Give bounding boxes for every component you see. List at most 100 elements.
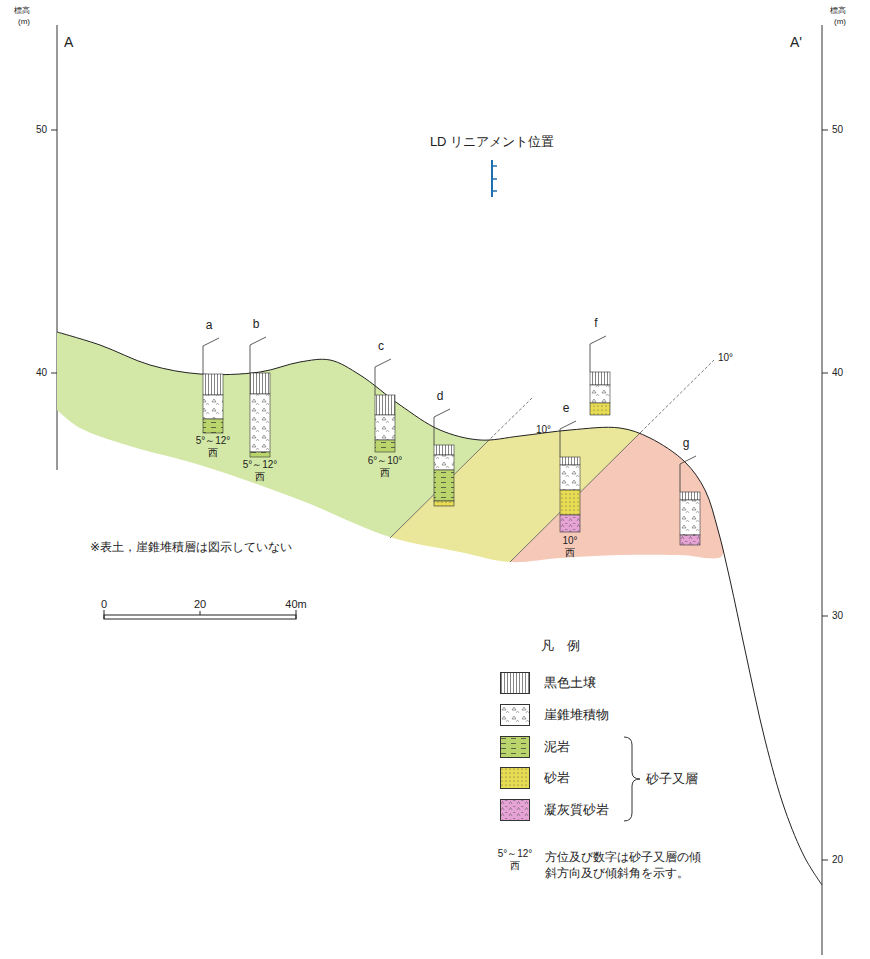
borehole-layer xyxy=(250,394,270,452)
scale-label: 0 xyxy=(101,598,107,611)
legend-row: 黒色土壌 xyxy=(500,672,596,694)
borehole-leader xyxy=(590,336,606,372)
borehole-leader xyxy=(250,337,266,373)
section-end: A' xyxy=(790,34,802,51)
borehole-layer-pattern xyxy=(590,372,610,385)
borehole-id: d xyxy=(437,389,444,403)
swatch-pattern xyxy=(500,704,530,726)
legend-text: 黒色土壌 xyxy=(544,674,596,692)
borehole-layer xyxy=(680,500,700,535)
borehole-layer-pattern xyxy=(250,373,270,394)
boreholes xyxy=(203,336,700,545)
borehole-layer-pattern xyxy=(250,452,270,457)
elevation-tick: 30 xyxy=(832,610,843,622)
swatch-pattern xyxy=(500,767,530,789)
borehole-layer xyxy=(590,372,610,385)
legend-text: 崖錐堆積物 xyxy=(544,706,609,724)
borehole-layer-pattern xyxy=(203,395,223,419)
lineament-marker xyxy=(492,160,497,197)
borehole-layer xyxy=(560,490,580,515)
borehole-leader xyxy=(680,456,696,492)
borehole-id: a xyxy=(206,318,213,332)
swatch-pattern xyxy=(500,799,530,821)
ground-surface xyxy=(57,332,822,885)
legend-note: 方位及び数字は砂子又層の傾斜方向及び傾斜角を示す。 xyxy=(545,849,705,881)
bedding-boundary xyxy=(390,360,714,562)
borehole-layer-pattern xyxy=(434,445,454,455)
borehole-layer-pattern xyxy=(434,501,454,506)
legend-row: 砂岩 xyxy=(500,767,570,789)
swatch-pattern xyxy=(500,736,530,758)
borehole-id: e xyxy=(563,401,570,415)
elevation-tick: 50 xyxy=(832,124,843,136)
legend-text: 凝灰質砂岩 xyxy=(544,801,609,819)
scale-bar xyxy=(104,610,296,619)
legend-swatch xyxy=(500,672,530,694)
borehole-layer xyxy=(680,535,700,545)
borehole-layer xyxy=(590,403,610,415)
borehole-layer-pattern xyxy=(434,470,454,501)
borehole-layer xyxy=(560,465,580,490)
borehole-layer xyxy=(203,395,223,419)
borehole-layer-pattern xyxy=(680,535,700,545)
borehole-id: c xyxy=(378,339,384,353)
legend-swatch xyxy=(500,704,530,726)
borehole-layer xyxy=(250,452,270,457)
lineament-label: LD リニアメント位置 xyxy=(430,134,554,150)
elevation-axis xyxy=(51,25,828,955)
note: ※表土，崖錐堆積層は図示していない xyxy=(90,540,292,554)
borehole-layer-pattern xyxy=(560,457,580,465)
legend-text: 砂岩 xyxy=(544,769,570,787)
borehole-leader xyxy=(375,359,391,395)
legend-sample: 5°～12° 西 xyxy=(495,848,535,872)
borehole-layer-pattern xyxy=(680,500,700,535)
axis-title: 標高 xyxy=(14,6,30,16)
axis-title: 標高 xyxy=(830,6,846,16)
legend-row: 崖錐堆積物 xyxy=(500,704,609,726)
legend-title: 凡 例 xyxy=(541,638,580,654)
borehole-layer xyxy=(590,385,610,403)
elevation-tick: 20 xyxy=(832,854,843,866)
borehole-layer-pattern xyxy=(375,415,395,440)
borehole-layer xyxy=(560,515,580,532)
section-end: A xyxy=(64,34,73,51)
borehole-layer-pattern xyxy=(680,492,700,500)
group-label: 砂子又層 xyxy=(646,771,698,787)
dip-label: 10° 西 xyxy=(559,535,581,559)
borehole-leader xyxy=(203,338,219,374)
borehole-leader xyxy=(434,409,450,445)
elevation-tick: 50 xyxy=(36,124,47,136)
axis-unit: (m) xyxy=(834,17,846,27)
borehole-layer-pattern xyxy=(203,374,223,395)
legend-swatch xyxy=(500,736,530,758)
borehole-layer xyxy=(375,395,395,415)
strata xyxy=(0,300,870,600)
borehole-leader xyxy=(560,421,576,457)
borehole-layer xyxy=(375,415,395,440)
legend-text: 泥岩 xyxy=(544,738,570,756)
borehole-layer xyxy=(203,419,223,433)
borehole-layer xyxy=(680,492,700,500)
borehole-layer-pattern xyxy=(560,515,580,532)
dip-line-label: 10° xyxy=(718,352,733,364)
dip-label: 5°～12° 西 xyxy=(193,435,233,459)
borehole-layer xyxy=(250,373,270,394)
borehole-layer xyxy=(560,457,580,465)
dip-label: 6°～10° 西 xyxy=(365,455,405,479)
legend-row: 泥岩 xyxy=(500,736,570,758)
borehole-layer xyxy=(434,501,454,506)
elevation-tick: 40 xyxy=(36,367,47,379)
borehole-layer-pattern xyxy=(203,419,223,433)
legend-swatch xyxy=(500,799,530,821)
legend-swatch xyxy=(500,767,530,789)
borehole-layer xyxy=(434,470,454,501)
borehole-layer-pattern xyxy=(590,385,610,403)
dip-label: 5°～12° 西 xyxy=(240,459,280,483)
borehole-layer xyxy=(375,440,395,452)
borehole-layer-pattern xyxy=(590,403,610,415)
axis-unit: (m) xyxy=(18,17,30,27)
borehole-id: g xyxy=(683,436,690,450)
borehole-layer xyxy=(434,445,454,455)
borehole-layer-pattern xyxy=(375,395,395,415)
